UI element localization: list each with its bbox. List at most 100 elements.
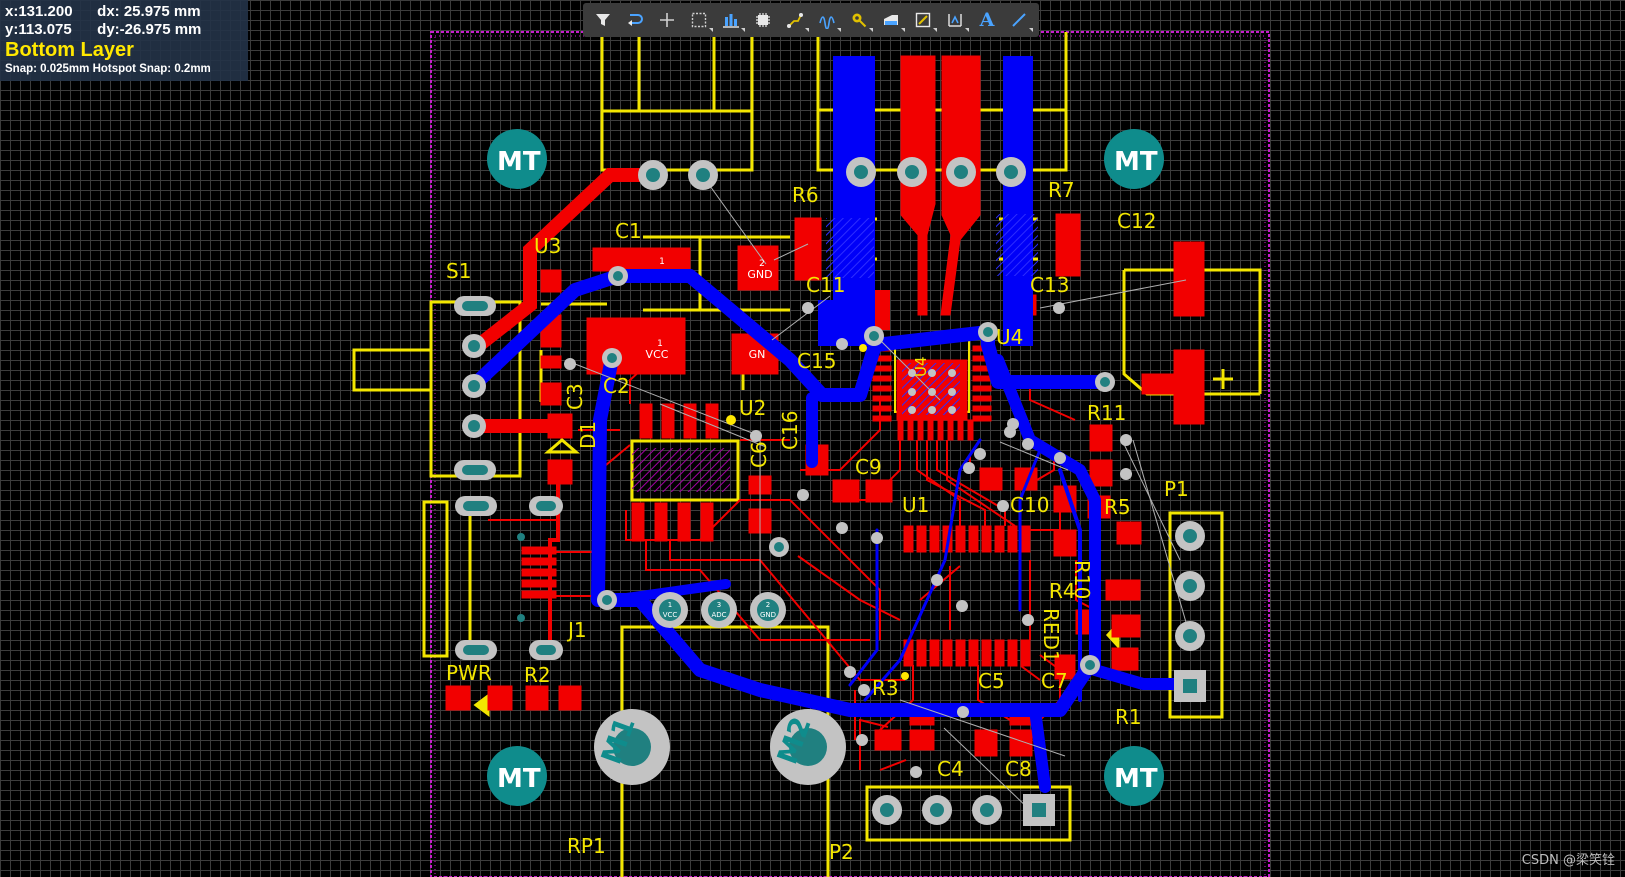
watermark: CSDN @梁笑铨 bbox=[1521, 853, 1615, 868]
designator-u3: U3 bbox=[534, 234, 561, 258]
through-hole-pads bbox=[454, 157, 1206, 826]
filter-button[interactable] bbox=[591, 8, 615, 32]
top-copper-layer bbox=[445, 55, 1205, 771]
diff-pair-icon bbox=[819, 16, 835, 29]
board-outline bbox=[430, 31, 1270, 877]
hatch-region bbox=[996, 214, 1038, 276]
pad-net-label: ADC bbox=[711, 611, 726, 619]
designator-r4: R4 bbox=[1049, 579, 1076, 603]
designator-c12: C12 bbox=[1117, 209, 1156, 233]
designator-c16: C16 bbox=[778, 411, 802, 450]
cross-select-button[interactable] bbox=[655, 8, 679, 32]
pad-number: 3 bbox=[717, 601, 721, 609]
select-mask-icon bbox=[628, 14, 643, 26]
designator-p1: P1 bbox=[1164, 477, 1189, 501]
pad-number: 1 bbox=[657, 339, 663, 349]
designator-c6: C6 bbox=[747, 441, 771, 468]
line-button[interactable] bbox=[1007, 8, 1033, 32]
designator-red1: RED1 bbox=[1039, 608, 1063, 663]
designator-r11: R11 bbox=[1087, 401, 1126, 425]
designator-c15: C15 bbox=[797, 349, 836, 373]
pad-number: 2 bbox=[766, 601, 770, 609]
mounting-hole-label: MT bbox=[497, 147, 541, 177]
pad-number: 1 bbox=[659, 257, 665, 267]
region-button[interactable] bbox=[911, 8, 937, 32]
select-area-button[interactable] bbox=[687, 8, 713, 32]
designator-r10: R10 bbox=[1070, 560, 1094, 599]
mounting-hole-label: MT bbox=[1114, 147, 1158, 177]
region-icon bbox=[915, 12, 931, 28]
hatch-region bbox=[826, 218, 874, 278]
delta-y: dy:-26.975 mm bbox=[97, 21, 202, 38]
hud-row-x: x:131.200 dx: 25.975 mm bbox=[5, 3, 243, 21]
designator-c5: C5 bbox=[978, 669, 1005, 693]
designator-c3: C3 bbox=[563, 383, 587, 410]
select-mask-button[interactable] bbox=[623, 8, 647, 32]
designator-d1: D1 bbox=[576, 421, 600, 449]
pad-net-label: VCC bbox=[646, 348, 669, 361]
designator-c4: C4 bbox=[937, 757, 964, 781]
designator-s1: S1 bbox=[446, 259, 471, 283]
designator-c1: C1 bbox=[615, 219, 642, 243]
pad-net-label: GND bbox=[760, 611, 776, 619]
designator-r3: R3 bbox=[872, 676, 899, 700]
cursor-x: x:131.200 bbox=[5, 3, 73, 20]
dimension-button[interactable] bbox=[943, 8, 969, 32]
via-icon bbox=[852, 13, 867, 28]
designator-c8: C8 bbox=[1005, 757, 1032, 781]
designator-r2: R2 bbox=[524, 663, 551, 687]
designator-u2: U2 bbox=[739, 396, 766, 420]
place-component-button[interactable] bbox=[751, 8, 775, 32]
mounting-holes bbox=[487, 129, 1164, 806]
route-icon bbox=[787, 13, 803, 28]
designator-j1: J1 bbox=[566, 618, 587, 642]
coordinate-hud: x:131.200 dx: 25.975 mm y:113.075 dy:-26… bbox=[0, 0, 248, 81]
component-icon bbox=[756, 13, 770, 27]
designator-r1: R1 bbox=[1115, 705, 1142, 729]
designator-c7: C7 bbox=[1041, 669, 1068, 693]
designator-u4: U4 bbox=[996, 325, 1023, 349]
cursor-y: y:113.075 bbox=[5, 21, 72, 38]
snap-info: Snap: 0.025mm Hotspot Snap: 0.2mm bbox=[5, 63, 211, 75]
pad-net-label: VCC bbox=[663, 611, 678, 619]
pad-net-label: GN bbox=[749, 348, 766, 361]
designator-r6: R6 bbox=[792, 183, 819, 207]
delta-x: dx: 25.975 mm bbox=[97, 3, 201, 20]
designator-c10: C10 bbox=[1010, 493, 1049, 517]
dimension-icon bbox=[948, 14, 962, 27]
diff-pair-button[interactable] bbox=[815, 8, 841, 32]
cross-icon bbox=[660, 13, 674, 27]
designator-p2: P2 bbox=[829, 840, 854, 864]
mounting-hole-label: MT bbox=[1114, 764, 1158, 794]
active-layer: Bottom Layer bbox=[5, 39, 134, 61]
align-button[interactable] bbox=[719, 8, 745, 32]
polygon-pour-button[interactable] bbox=[879, 8, 905, 32]
designator-labels: S1 U3 C1 R6 R7 C11 C13 C12 U4 C15 C2 U2 … bbox=[446, 7, 1189, 864]
align-icon bbox=[723, 14, 739, 28]
pad-number: 1 bbox=[668, 601, 672, 609]
polygon-icon bbox=[884, 15, 898, 25]
active-bar-toolbar: A bbox=[583, 3, 1039, 37]
designator-u4-center: U4 bbox=[912, 356, 930, 377]
mounting-hole-label: MT bbox=[497, 764, 541, 794]
designator-pwr: PWR bbox=[446, 661, 492, 685]
designator-rp1: RP1 bbox=[567, 834, 606, 858]
text-icon: A bbox=[979, 9, 995, 31]
designator-c2: C2 bbox=[603, 374, 630, 398]
line-icon bbox=[1012, 13, 1026, 27]
designator-c11: C11 bbox=[806, 273, 845, 297]
designator-u1: U1 bbox=[902, 493, 929, 517]
designator-r5: R5 bbox=[1104, 495, 1131, 519]
select-area-icon bbox=[691, 12, 707, 28]
designator-r7: R7 bbox=[1048, 178, 1075, 202]
hud-row-y: y:113.075 dy:-26.975 mm bbox=[5, 21, 243, 39]
designator-c9: C9 bbox=[855, 455, 882, 479]
via-button[interactable] bbox=[847, 8, 873, 32]
designator-c13: C13 bbox=[1030, 273, 1069, 297]
route-button[interactable] bbox=[783, 8, 809, 32]
filter-icon bbox=[596, 14, 610, 26]
text-button[interactable]: A bbox=[975, 8, 999, 32]
pad-net-label: GND bbox=[747, 268, 772, 281]
hatch-region bbox=[632, 448, 730, 492]
